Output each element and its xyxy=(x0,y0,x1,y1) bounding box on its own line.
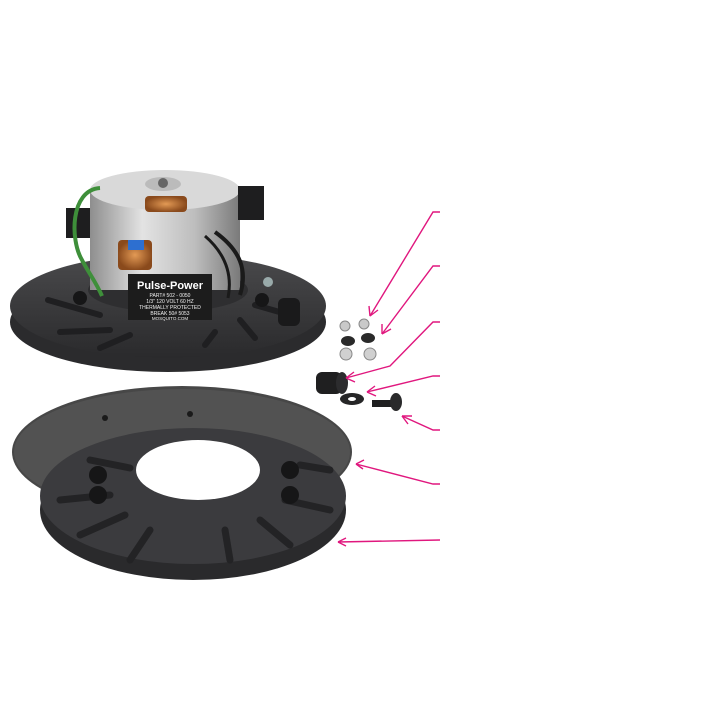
grommet-face xyxy=(336,372,348,394)
ground-wire xyxy=(72,186,104,297)
callout-lines xyxy=(337,211,441,547)
upper-plate-hole xyxy=(255,293,269,307)
motor-label-plate xyxy=(128,274,212,320)
motor-label: Pulse-Power PART# 502 - 0050 1/3" 120 VO… xyxy=(128,274,212,321)
wire-connector xyxy=(128,240,144,250)
base-plate-center-hole xyxy=(136,440,260,500)
motor-label-line: BREAK 50# 5053 xyxy=(150,311,189,317)
callout-base-plate xyxy=(337,537,441,547)
pad-hole xyxy=(187,411,193,417)
bolt-head xyxy=(390,393,402,411)
base-plate-boss xyxy=(89,486,107,504)
callout-washer xyxy=(381,265,440,335)
motor-wire xyxy=(213,230,245,296)
base-plate xyxy=(40,428,346,580)
base-plate-boss xyxy=(281,461,299,479)
nut xyxy=(339,347,353,361)
base-plate-boss xyxy=(89,466,107,484)
motor-windings xyxy=(145,196,187,212)
callout-sanding-pad xyxy=(355,459,440,485)
motor-label-line: 1/3" 120 VOLT 60 HZ xyxy=(146,299,193,305)
motor-shaft xyxy=(158,178,168,188)
base-plate-boss xyxy=(281,486,299,504)
upper-plate-nut xyxy=(263,277,273,287)
nut xyxy=(339,320,351,332)
motor-label-brand: Pulse-Power xyxy=(137,280,204,292)
flat-washer-hole xyxy=(348,397,356,401)
callout-grommet xyxy=(345,321,440,383)
motor-label-line: THERMALLY PROTECTED xyxy=(139,305,201,311)
nut xyxy=(358,318,370,330)
grommet xyxy=(316,372,342,394)
brush-holder-right xyxy=(238,186,264,220)
upper-plate-hole xyxy=(73,291,87,305)
base-plate-ribs xyxy=(56,456,334,564)
callout-nut xyxy=(368,211,440,317)
nut xyxy=(363,347,377,361)
motor-label-line: PART# 502 - 0050 xyxy=(150,293,191,299)
motor-wire xyxy=(204,234,231,299)
motor-label-line: MOSQUITO.COM xyxy=(152,316,188,321)
washer xyxy=(361,333,375,343)
plate-knob xyxy=(278,298,300,326)
callout-bolt xyxy=(401,415,440,431)
motor-plate-assembly: Pulse-Power PART# 502 - 0050 1/3" 120 VO… xyxy=(10,170,326,372)
callout-flat-washer xyxy=(366,375,440,397)
washer xyxy=(341,336,355,346)
pad-hole xyxy=(102,415,108,421)
hardware-parts xyxy=(316,318,402,411)
bolt-shank xyxy=(372,400,394,407)
